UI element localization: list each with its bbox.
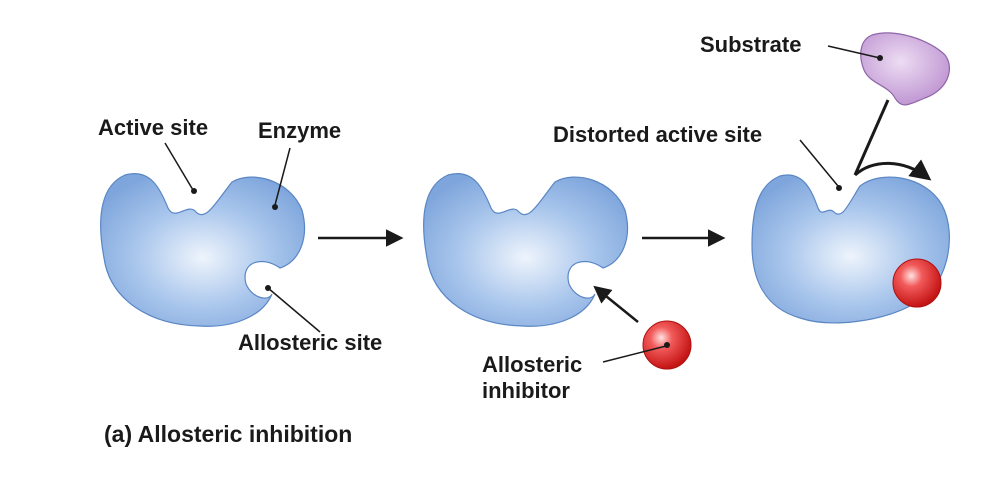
leader-allosteric-site: [267, 287, 321, 333]
label-distorted-active-site: Distorted active site: [553, 122, 763, 147]
leader-enzyme: [274, 147, 291, 206]
label-allosteric-inhibitor-line2: inhibitor: [482, 378, 570, 403]
dot-active-site: [191, 188, 197, 194]
bound-allosteric-inhibitor: [892, 258, 942, 308]
label-active-site: Active site: [98, 115, 209, 140]
inhibitor-dot-marker: [664, 342, 670, 348]
dot-enzyme: [272, 204, 278, 210]
enzyme-2: [423, 173, 629, 327]
label-enzyme: Enzyme: [258, 118, 342, 143]
substrate-line: [853, 99, 890, 176]
inhibitor-approach-arrow: [593, 285, 639, 323]
enzyme-1: [100, 173, 306, 327]
dot-allosteric-site: [265, 285, 271, 291]
leader-active-site: [164, 142, 194, 191]
label-allosteric-inhibitor-line1: Allosteric: [482, 352, 583, 377]
label-substrate: Substrate: [700, 32, 802, 57]
label-allosteric-site: Allosteric site: [238, 330, 383, 355]
dot-distorted-active-site: [836, 185, 842, 191]
substrate-molecule: [860, 32, 950, 106]
leader-allosteric-inhibitor: [602, 345, 667, 363]
leader-substrate: [827, 45, 881, 59]
diagram-caption: (a) Allosteric inhibition: [104, 421, 353, 447]
substrate-deflect-arrow: [854, 159, 932, 181]
leader-distorted-active-site: [799, 139, 839, 187]
